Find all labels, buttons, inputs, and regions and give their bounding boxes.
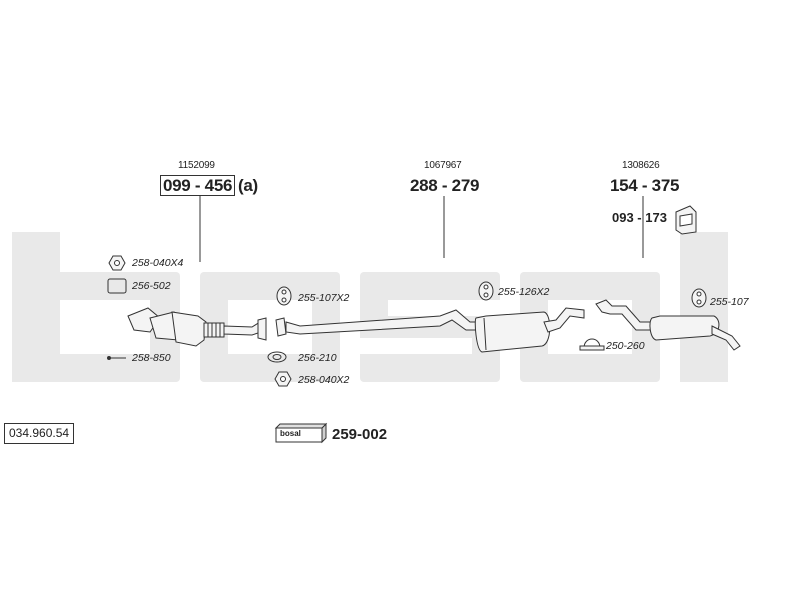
kit-part-label: 259-002: [332, 426, 388, 443]
part-label-256-502: 256-502: [132, 280, 171, 292]
part-label-255-107x2: 255-107X2: [298, 292, 350, 304]
part-label-256-210: 256-210: [298, 352, 337, 364]
part-label-250-260: 250-260: [606, 340, 645, 352]
assembly-part-1-suffix: (a): [238, 176, 258, 195]
rubber-hanger-icon: [691, 288, 707, 308]
clamp-icon: [583, 338, 601, 349]
mount-part-label: 093 - 173: [612, 210, 667, 225]
rubber-hanger-icon: [276, 286, 292, 306]
rear-pipe-silencer: [595, 299, 741, 351]
part-label-255-126x2: 255-126X2: [498, 286, 550, 298]
rubber-hanger-icon: [478, 281, 494, 301]
gasket-oval-icon: [267, 351, 287, 363]
kit-logo-text: bosal: [280, 429, 301, 438]
assembly-ref-3: 1308626: [622, 160, 660, 171]
assembly-part-2: 288 - 279: [410, 176, 480, 195]
assembly-part-3: 154 - 375: [610, 176, 680, 195]
front-pipe-catalyst: [127, 307, 267, 347]
part-label-258-040x2: 258-040X2: [298, 374, 350, 386]
part-label-258-040x4: 258-040X4: [132, 257, 184, 269]
assembly-ref-2: 1067967: [424, 160, 462, 171]
assembly-ref-1: 1152099: [178, 160, 215, 171]
gasket-square-icon: [107, 278, 127, 294]
part-label-255-107: 255-107: [710, 296, 749, 308]
mount-bracket-icon: [675, 205, 697, 235]
center-pipe-muffler: [275, 307, 585, 353]
part-label-258-850: 258-850: [132, 352, 171, 364]
catalog-number: 034.960.54: [4, 423, 75, 444]
assembly-part-1: 099 - 456: [160, 175, 236, 196]
